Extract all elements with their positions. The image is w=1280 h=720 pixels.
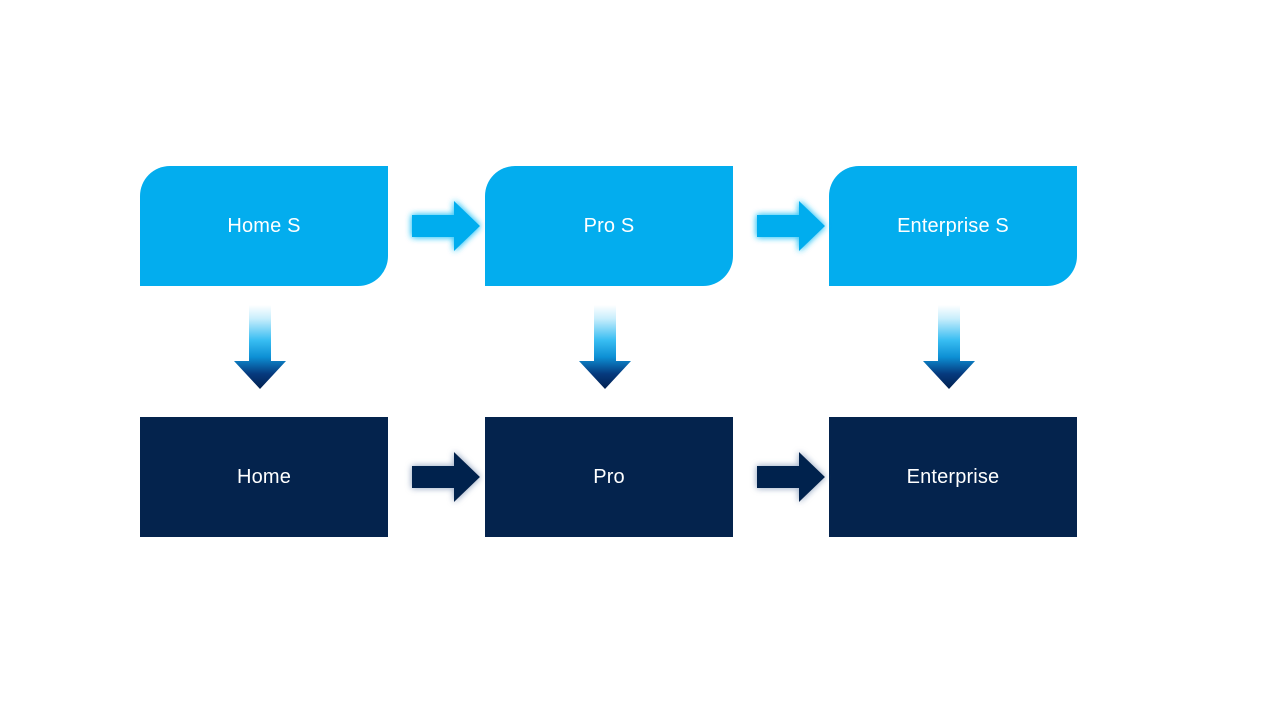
arrow-down-icon xyxy=(234,305,286,389)
node-enterprise-s-label: Enterprise S xyxy=(897,215,1009,237)
node-pro-s-label: Pro S xyxy=(583,215,635,237)
node-home-s[interactable]: Home S xyxy=(140,166,388,286)
connector-home-s-to-pro-s xyxy=(398,193,490,259)
arrow-right-icon xyxy=(412,452,480,502)
arrow-down-icon xyxy=(579,305,631,389)
connector-pro-s-to-pro xyxy=(572,305,638,393)
connector-home-to-pro xyxy=(398,444,490,510)
node-enterprise[interactable]: Enterprise xyxy=(829,417,1077,537)
arrow-right-icon xyxy=(412,201,480,251)
node-pro-label: Pro xyxy=(593,466,625,488)
node-home-s-label: Home S xyxy=(227,215,301,237)
connector-home-s-to-home xyxy=(227,305,293,393)
connector-enterprise-s-to-enterprise xyxy=(916,305,982,393)
arrow-right-icon xyxy=(757,201,825,251)
node-enterprise-s[interactable]: Enterprise S xyxy=(829,166,1077,286)
arrow-down-icon xyxy=(923,305,975,389)
node-pro-s[interactable]: Pro S xyxy=(485,166,733,286)
node-enterprise-label: Enterprise xyxy=(906,466,1000,488)
arrow-right-icon xyxy=(757,452,825,502)
node-home-label: Home xyxy=(237,466,291,488)
connector-pro-to-enterprise xyxy=(743,444,835,510)
node-pro[interactable]: Pro xyxy=(485,417,733,537)
connector-pro-s-to-enterprise-s xyxy=(743,193,835,259)
node-home[interactable]: Home xyxy=(140,417,388,537)
